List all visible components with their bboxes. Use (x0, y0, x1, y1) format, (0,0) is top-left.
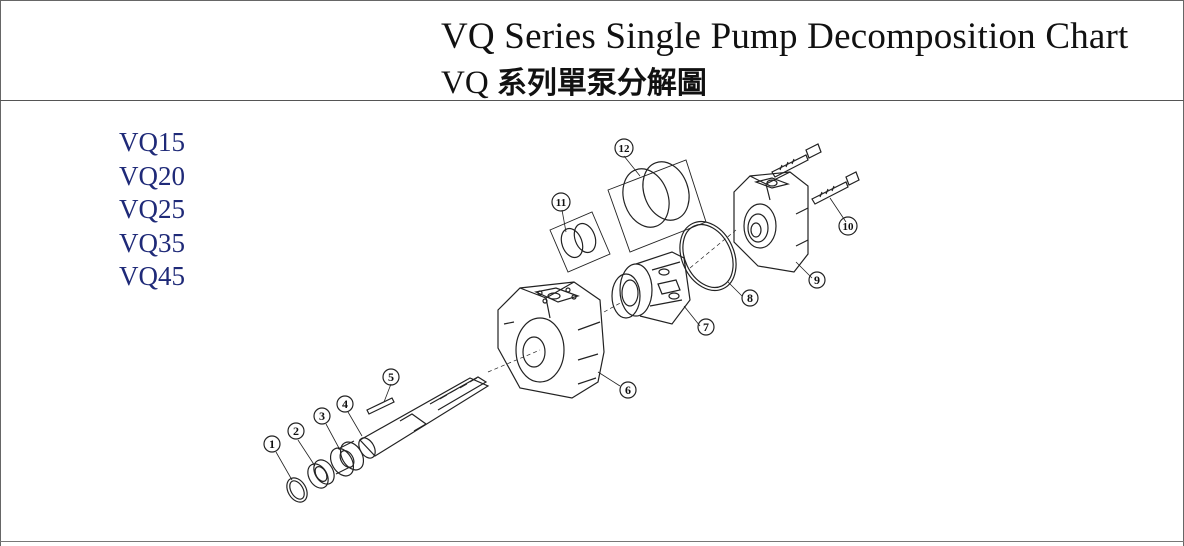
part-retaining-ring (286, 477, 308, 503)
callout-7: 7 (697, 318, 715, 336)
part-front-body (497, 281, 605, 399)
callout-label: 3 (319, 409, 325, 423)
callout-5: 5 (382, 368, 400, 386)
callout-11: 11 (551, 192, 571, 212)
callout-label: 9 (814, 273, 820, 287)
callout-3: 3 (313, 407, 331, 425)
callout-label: 5 (388, 370, 394, 384)
model-list: VQ15 VQ20 VQ25 VQ35 VQ45 (119, 126, 185, 294)
callout-label: 1 (269, 437, 275, 451)
bottom-rule (0, 541, 1184, 542)
part-key (366, 397, 395, 415)
model-item: VQ35 (119, 227, 185, 258)
part-bolts (771, 143, 860, 205)
title-chinese: VQ 系列單泵分解圖 (441, 58, 707, 102)
part-o-ring (679, 220, 737, 292)
model-item: VQ45 (119, 261, 185, 291)
callout-12: 12 (614, 138, 634, 158)
callout-label: 12 (619, 143, 631, 155)
callout-label: 8 (747, 291, 753, 305)
title-chinese-prefix: VQ (441, 65, 497, 101)
assembly-axis-line (487, 229, 737, 373)
callout-6: 6 (619, 381, 637, 399)
model-item: VQ25 (119, 194, 185, 224)
part-end-cover (733, 171, 809, 273)
part-bearing (329, 440, 365, 477)
title-english: VQ Series Single Pump Decomposition Char… (441, 16, 1129, 57)
callout-1: 1 (263, 435, 281, 453)
callout-label: 11 (556, 197, 566, 209)
part-shaft (358, 376, 490, 459)
callout-8: 8 (741, 289, 759, 307)
part-large-seal-kit (607, 159, 707, 253)
callout-2: 2 (287, 422, 305, 440)
part-spacer (307, 459, 335, 489)
model-item: VQ15 (119, 127, 185, 157)
callout-label: 6 (625, 383, 631, 397)
callout-10: 10 (838, 216, 858, 236)
callout-9: 9 (808, 271, 826, 289)
header: VQ Series Single Pump Decomposition Char… (0, 0, 1184, 101)
title-chinese-text: 系列單泵分解圖 (496, 66, 707, 101)
part-cartridge (611, 251, 691, 325)
callout-label: 7 (703, 320, 709, 334)
part-small-seal-kit (549, 211, 611, 273)
model-item: VQ20 (119, 160, 185, 191)
callout-4: 4 (336, 395, 354, 413)
callout-label: 2 (293, 424, 299, 438)
callout-label: 10 (843, 221, 855, 233)
callout-label: 4 (342, 397, 348, 411)
